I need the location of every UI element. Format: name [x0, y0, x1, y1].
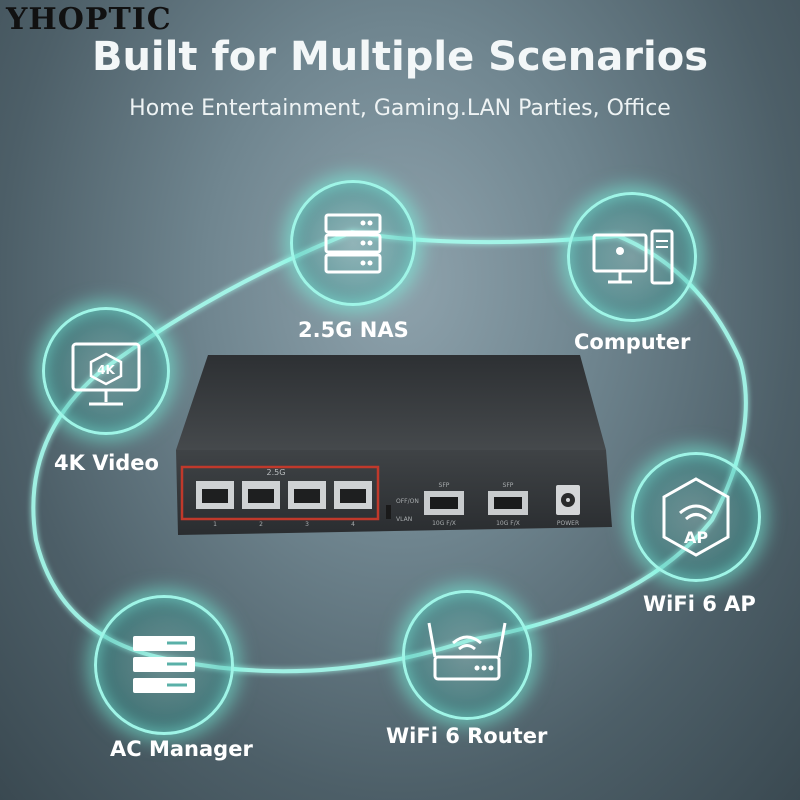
sfp-label-1: SFP	[439, 482, 450, 489]
sfp-label-2: SFP	[503, 482, 514, 489]
access-point-icon: AP	[662, 477, 730, 557]
computer-node	[567, 192, 697, 322]
subheadline: Home Entertainment, Gaming.LAN Parties, …	[129, 96, 671, 121]
ap-node: AP	[631, 452, 761, 582]
rj45-port-frame	[180, 465, 380, 521]
sfp-speed-2: 10G F/X	[496, 520, 520, 527]
dip-label-bottom: VLAN	[396, 516, 412, 523]
desktop-computer-icon	[592, 229, 674, 285]
sfp-speed-1: 10G F/X	[432, 520, 456, 527]
port-number-2: 2	[259, 521, 263, 528]
router-label: WiFi 6 Router	[386, 724, 548, 748]
video-node: 4K	[42, 307, 170, 435]
nas-node	[290, 180, 416, 306]
headline: Built for Multiple Scenarios	[91, 34, 709, 80]
port-number-1: 1	[213, 521, 217, 528]
ac-controller-icon	[133, 636, 195, 693]
port-number-3: 3	[305, 521, 309, 528]
badge-4k: 4K	[97, 363, 115, 377]
power-label: POWER	[557, 520, 579, 527]
manager-node	[94, 595, 234, 735]
wifi-router-icon	[427, 622, 507, 681]
monitor-4k-icon: 4K	[71, 342, 141, 406]
rj45-port-group	[196, 481, 372, 509]
nas-label: 2.5G NAS	[298, 318, 409, 342]
brand-logo-text: YHOPTIC	[6, 2, 172, 37]
sfp-port-2	[488, 491, 528, 515]
sfp-port-1	[424, 491, 464, 515]
network-switch: 2.5G 1 2 3 4 OFF/ON VLAN SFP 10G F/X SFP…	[176, 355, 612, 535]
badge-ap: AP	[684, 528, 708, 547]
computer-label: Computer	[574, 330, 691, 354]
video-label: 4K Video	[54, 451, 159, 475]
ap-label: WiFi 6 AP	[643, 592, 756, 616]
router-node	[402, 590, 532, 720]
server-rack-icon	[324, 213, 382, 274]
port-group-label: 2.5G	[267, 468, 286, 477]
vlan-dip-switch	[386, 505, 391, 519]
manager-label: AC Manager	[110, 737, 253, 761]
port-number-4: 4	[351, 521, 355, 528]
dip-label-top: OFF/ON	[396, 498, 419, 505]
